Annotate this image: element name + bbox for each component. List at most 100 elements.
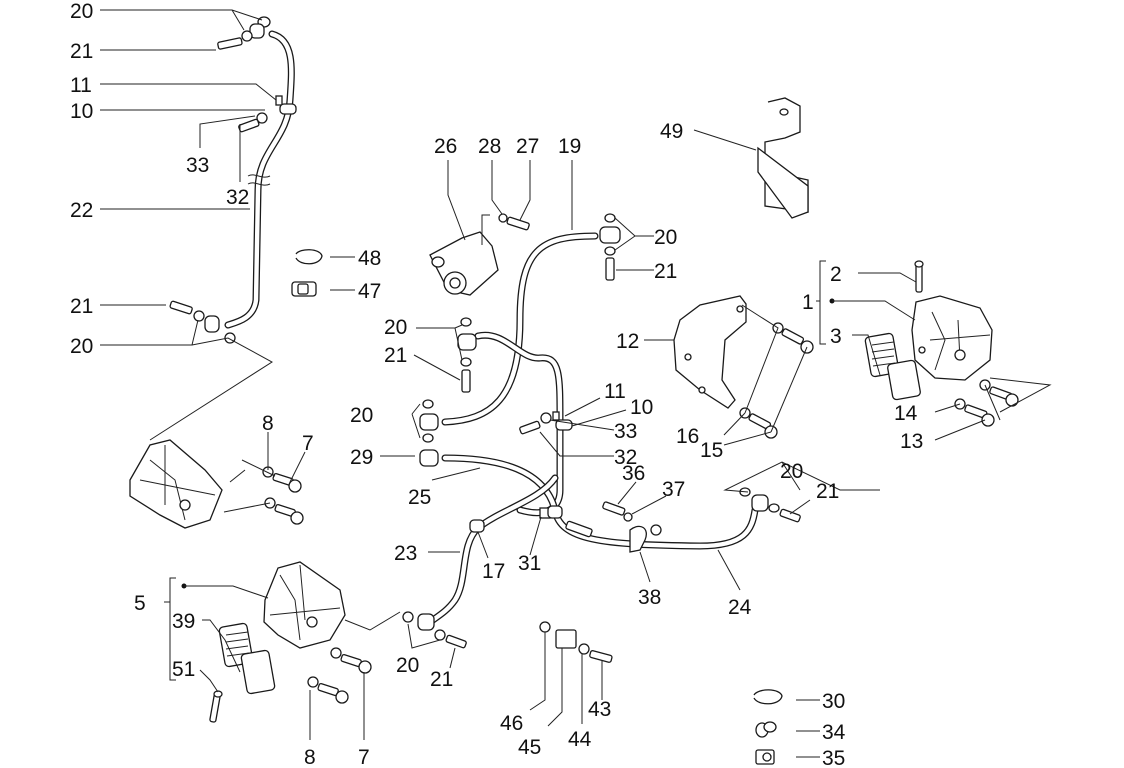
callout-20: 20 (384, 316, 407, 339)
bolts-7-washers-8-upper[interactable] (262, 466, 304, 525)
bolts-7-washers-8-lower[interactable] (307, 647, 372, 704)
callout-15: 15 (700, 439, 723, 462)
nut-46[interactable] (539, 621, 551, 633)
front-caliper-1[interactable] (911, 295, 993, 381)
screw-43[interactable] (589, 650, 613, 663)
callout-28: 28 (478, 135, 501, 158)
callout-47: 47 (358, 280, 381, 303)
callout-11: 11 (70, 74, 92, 97)
callout-10: 10 (630, 396, 653, 419)
callout-34: 34 (822, 721, 846, 744)
callout-21: 21 (384, 344, 407, 367)
callout-26: 26 (434, 135, 457, 158)
clip-47[interactable] (291, 281, 317, 297)
callout-31: 31 (518, 552, 541, 575)
callout-37: 37 (662, 478, 685, 501)
callout-46: 46 (500, 712, 523, 735)
brake-pads-39[interactable] (218, 622, 276, 695)
callout-10: 10 (70, 100, 93, 123)
callout-43: 43 (588, 698, 611, 721)
clamp-band-48[interactable] (295, 249, 323, 265)
bracket-49[interactable] (757, 97, 809, 219)
hose-22[interactable] (224, 30, 295, 329)
hose-25[interactable] (441, 454, 759, 550)
callout-19: 19 (558, 135, 581, 158)
bleed-screw-2[interactable] (914, 260, 924, 293)
banjo-fitting-master[interactable] (457, 317, 477, 393)
legend-icon-34 (755, 721, 777, 738)
callout-12: 12 (616, 330, 639, 353)
rear-caliper-5[interactable] (263, 561, 346, 649)
callout-20: 20 (396, 654, 419, 677)
callout-17: 17 (482, 560, 505, 583)
banjo-fitting-lower-left[interactable] (402, 611, 467, 649)
brake-pads-3[interactable] (864, 332, 921, 401)
callout-48: 48 (358, 247, 381, 270)
hose-clip-top-left[interactable] (238, 95, 297, 133)
hose-19[interactable] (441, 232, 599, 426)
legend-icon-35 (755, 749, 775, 765)
callout-14: 14 (894, 402, 918, 425)
callout-5: 5 (134, 592, 146, 615)
callout-49: 49 (660, 120, 683, 143)
banjo-fitting-right-lower[interactable] (739, 487, 801, 523)
callout-20: 20 (70, 0, 93, 23)
callout-35: 35 (822, 747, 845, 768)
callout-24: 24 (728, 596, 752, 619)
hose-clip-17[interactable] (469, 519, 485, 533)
banjo-fitting-left-lower[interactable] (169, 300, 236, 344)
callout-3: 3 (830, 325, 842, 348)
callout-2: 2 (830, 263, 842, 286)
callout-21: 21 (70, 295, 93, 318)
callout-23: 23 (394, 542, 417, 565)
bleed-screw-51[interactable] (209, 690, 223, 723)
callout-33: 33 (614, 420, 637, 443)
bolts-13-washers-14[interactable] (954, 379, 1019, 427)
callout-20: 20 (70, 335, 93, 358)
banjo-fitting-top-left[interactable] (217, 16, 271, 50)
bolts-15-washers-16[interactable] (739, 322, 814, 439)
callout-labels: 20 21 11 10 33 32 22 21 20 26 28 27 19 2… (70, 0, 923, 768)
callout-16: 16 (676, 425, 699, 448)
banjo-fitting-right-upper[interactable] (599, 213, 621, 281)
washer-44[interactable] (578, 643, 590, 655)
rear-caliper-upper[interactable] (129, 439, 223, 529)
callout-45: 45 (518, 736, 541, 759)
caliper-bracket-12[interactable] (673, 295, 747, 409)
callout-8: 8 (304, 746, 316, 768)
callout-7: 7 (358, 746, 370, 768)
callout-22: 22 (70, 199, 93, 222)
callout-11: 11 (604, 380, 626, 403)
banjo-fitting-center-left[interactable] (419, 399, 439, 467)
callout-25: 25 (408, 486, 431, 509)
callout-21: 21 (654, 260, 677, 283)
callout-39: 39 (172, 610, 195, 633)
callout-38: 38 (638, 586, 661, 609)
callout-27: 27 (516, 135, 539, 158)
callout-32: 32 (614, 446, 637, 469)
hose-guide-38[interactable] (629, 524, 662, 553)
callout-32: 32 (226, 186, 249, 209)
callout-51: 51 (172, 658, 195, 681)
callout-13: 13 (900, 430, 923, 453)
callout-21: 21 (430, 668, 453, 691)
leader-lines (100, 9, 1052, 758)
callout-20: 20 (780, 460, 803, 483)
hose-23[interactable] (426, 474, 559, 626)
bolt-27-washer-28[interactable] (498, 213, 530, 231)
legend-icon-30 (753, 689, 783, 705)
master-cylinder[interactable] (429, 231, 499, 296)
callout-44: 44 (568, 728, 592, 751)
callout-29: 29 (350, 446, 373, 469)
callout-20: 20 (350, 404, 373, 427)
hose-clip-center[interactable] (519, 411, 573, 435)
hose-clip-31[interactable] (539, 505, 593, 538)
callout-33: 33 (186, 154, 209, 177)
clip-45[interactable] (555, 629, 577, 649)
callout-21: 21 (70, 40, 93, 63)
callout-21: 21 (816, 480, 839, 503)
callout-36: 36 (622, 462, 645, 485)
callout-20: 20 (654, 226, 677, 249)
bolt-36-washer-37[interactable] (602, 501, 633, 522)
